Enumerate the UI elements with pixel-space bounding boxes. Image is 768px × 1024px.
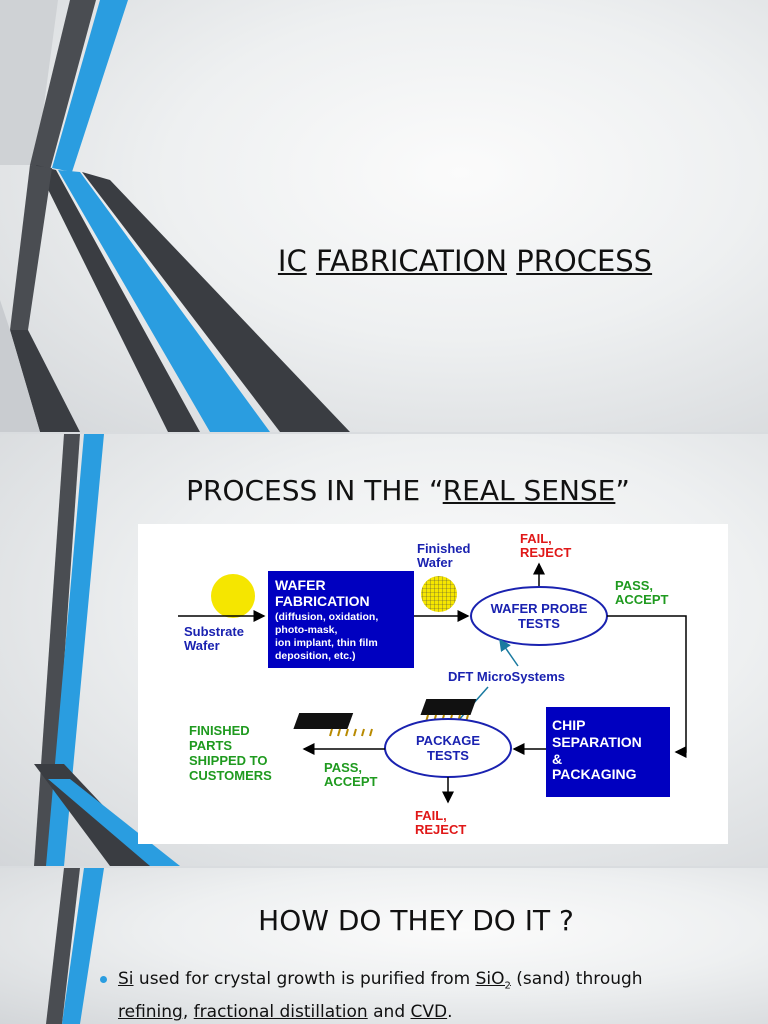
subscript: 2 xyxy=(504,980,511,992)
finished-wafer-icon xyxy=(421,576,457,612)
finished-parts-label: SHIPPED TO xyxy=(189,753,268,768)
term-cvd: CVD xyxy=(410,1002,448,1023)
bullet-text: Si used for crystal growth is purified f… xyxy=(118,966,740,1024)
bullet-text-part: (sand) through xyxy=(510,969,643,989)
term-sio2-base: SiO xyxy=(475,969,505,989)
title-underlined: REAL SENSE xyxy=(442,474,616,507)
title-word: FABRICATION xyxy=(315,244,508,278)
title-text: PROCESS IN THE “ xyxy=(186,474,443,507)
bullet-text-part: and xyxy=(367,1002,411,1023)
bullet-dot xyxy=(100,976,107,983)
slide-process: PROCESS IN THE “REAL SENSE” Substrate Wa… xyxy=(0,434,768,866)
finished-parts-label: CUSTOMERS xyxy=(189,768,272,783)
chip-label: CHIP xyxy=(552,717,585,733)
pass-label: ACCEPT xyxy=(615,592,669,607)
wafer-fab-detail: (diffusion, oxidation, xyxy=(275,611,378,623)
term-sio2: SiO2 xyxy=(475,969,511,992)
substrate-label: Substrate xyxy=(184,624,244,639)
bullet-item: Si used for crystal growth is purified f… xyxy=(100,966,740,1024)
probe-label: WAFER PROBE xyxy=(491,601,588,616)
wafer-fab-detail: photo-mask, xyxy=(275,624,338,636)
term-refining: refining xyxy=(118,1002,183,1023)
wafer-fabrication-box xyxy=(268,571,414,668)
probe-label: TESTS xyxy=(518,616,560,631)
slide-how: HOW DO THEY DO IT ? Si used for crystal … xyxy=(0,868,768,1024)
chip-separation-box xyxy=(546,707,670,797)
wafer-fab-label: FABRICATION xyxy=(275,593,370,609)
pass-label: ACCEPT xyxy=(324,774,378,789)
fail-label: FAIL, xyxy=(520,531,552,546)
chip-package-icon xyxy=(293,713,373,737)
chip-label: SEPARATION xyxy=(552,734,642,750)
slide-title: PROCESS IN THE “REAL SENSE” xyxy=(0,474,768,507)
dft-label: DFT MicroSystems xyxy=(448,669,565,684)
bullet-text-part: , xyxy=(182,1002,194,1023)
term-fractional-distillation: fractional distillation xyxy=(193,1002,368,1023)
finished-wafer-label: Wafer xyxy=(417,555,453,570)
substrate-wafer-icon xyxy=(211,574,255,618)
title-text: ” xyxy=(615,474,630,507)
bullet-text-part: . xyxy=(447,1002,453,1023)
pass-label: PASS, xyxy=(615,578,653,593)
process-diagram: Substrate Wafer WAFER FABRICATION (diffu… xyxy=(138,524,728,844)
fail-label: REJECT xyxy=(415,822,466,837)
wafer-fab-label: WAFER xyxy=(275,577,326,593)
fail-label: REJECT xyxy=(520,545,571,560)
title-word: IC xyxy=(277,244,307,278)
bullet-text-part: used for crystal growth is purified from xyxy=(133,969,476,989)
pass-label: PASS, xyxy=(324,760,362,775)
chip-label: PACKAGING xyxy=(552,766,637,782)
slide-decoration xyxy=(46,868,104,1024)
finished-wafer-label: Finished xyxy=(417,541,471,556)
substrate-label: Wafer xyxy=(184,638,220,653)
fail-label: FAIL, xyxy=(415,808,447,823)
package-label: PACKAGE xyxy=(416,733,480,748)
title-word: PROCESS xyxy=(516,244,653,278)
slide-decoration xyxy=(34,434,180,866)
wafer-fab-detail: ion implant, thin film xyxy=(275,637,378,649)
term-si: Si xyxy=(118,969,134,989)
finished-parts-label: PARTS xyxy=(189,738,232,753)
wafer-fab-detail: deposition, etc.) xyxy=(275,650,356,662)
package-label: TESTS xyxy=(427,748,469,763)
slide-decoration xyxy=(0,0,350,432)
chip-label: & xyxy=(552,751,562,767)
page-title: IC FABRICATION PROCESS xyxy=(0,244,768,278)
slide-title: IC FABRICATION PROCESS xyxy=(0,0,768,432)
slide-title: HOW DO THEY DO IT ? xyxy=(258,904,574,937)
finished-parts-label: FINISHED xyxy=(189,723,250,738)
